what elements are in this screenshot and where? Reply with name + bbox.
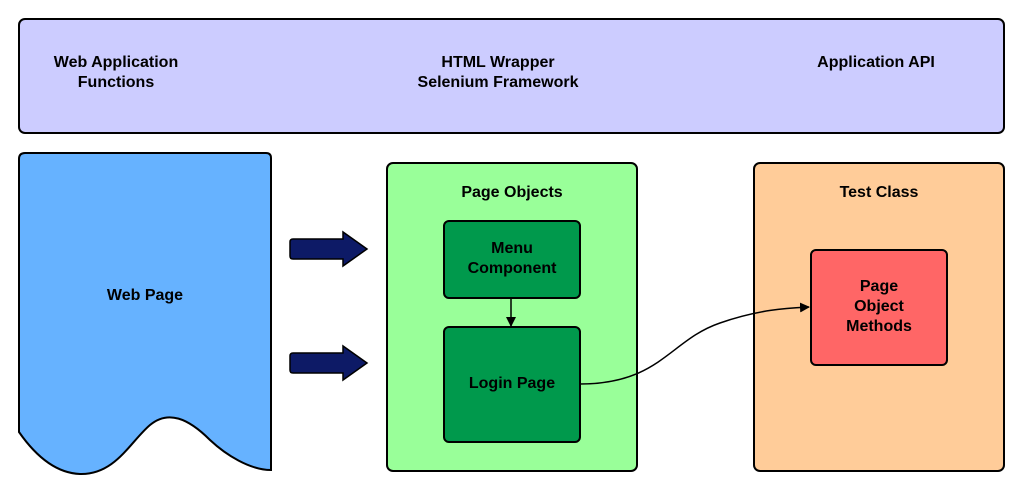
block-arrow-upper: [289, 230, 369, 268]
menu-component-box: [443, 220, 581, 299]
login-to-methods-connector: [579, 302, 810, 385]
web-page-shape: [18, 152, 272, 476]
login-page-box: [443, 326, 581, 443]
top-band: [18, 18, 1005, 134]
page-object-methods-box: [810, 249, 948, 366]
block-arrow-lower: [289, 344, 369, 382]
